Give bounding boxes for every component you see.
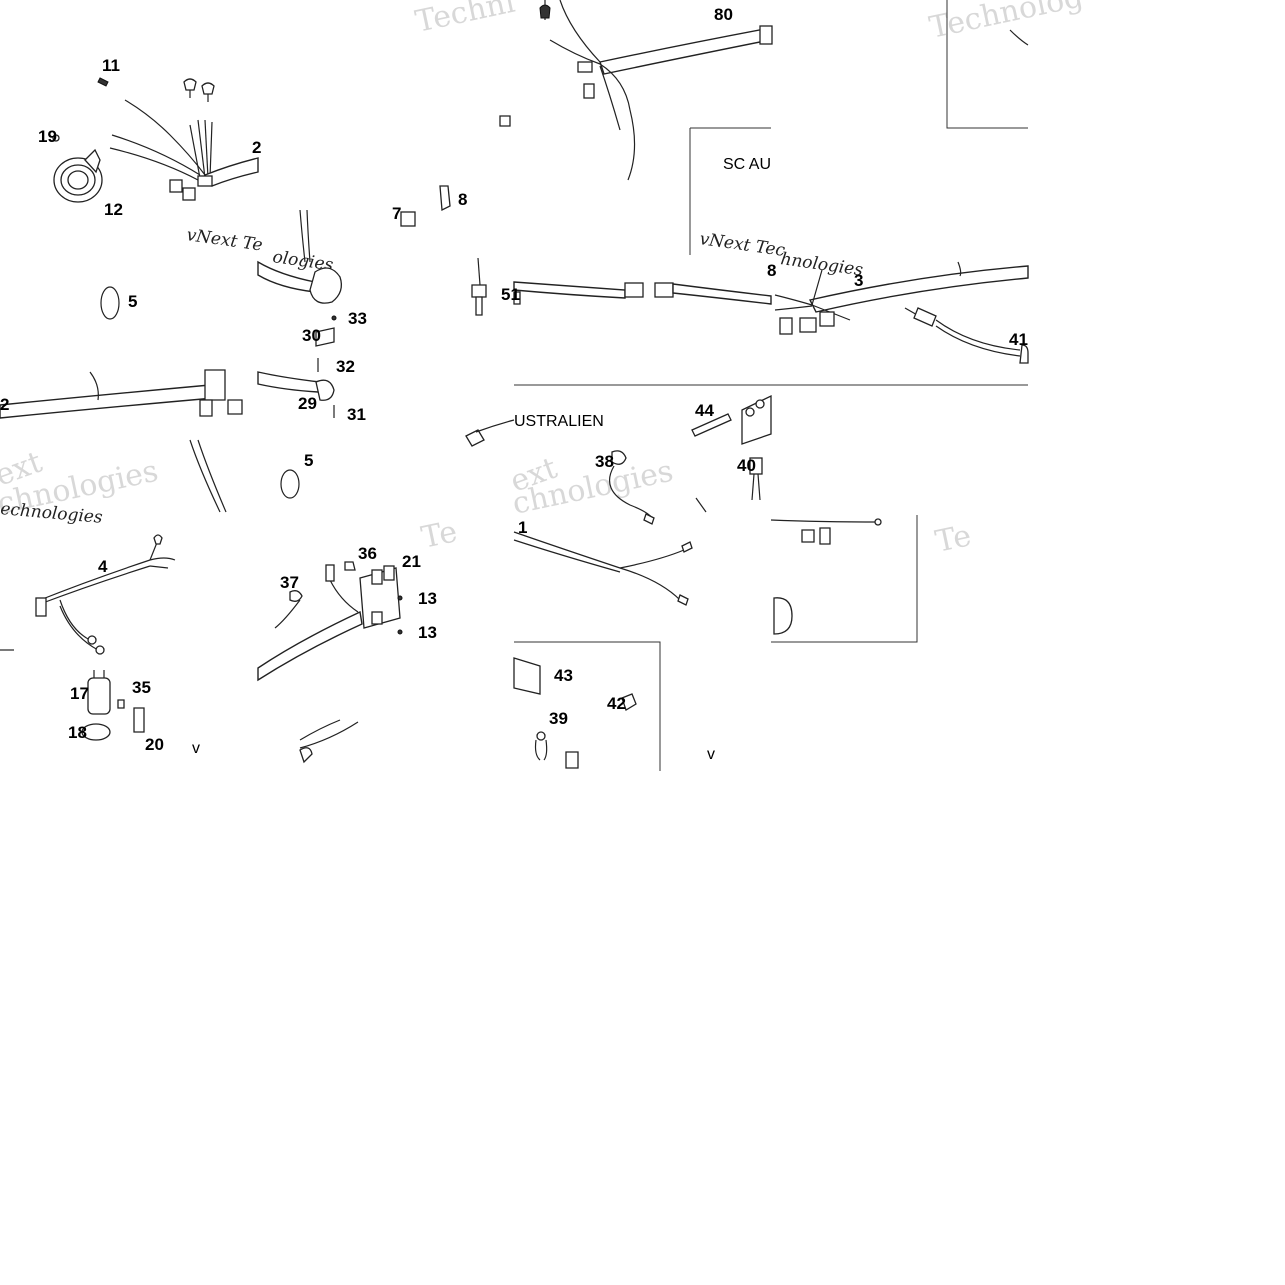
callout-5: 5 bbox=[304, 451, 313, 470]
callout-36: 36 bbox=[358, 544, 377, 563]
tile-bottom-middle bbox=[257, 561, 403, 764]
bracket-20-part bbox=[133, 707, 145, 733]
frame-line bbox=[514, 641, 661, 771]
callout-51: 51 bbox=[501, 285, 520, 304]
tile-bottom-left bbox=[0, 534, 176, 741]
washer-part bbox=[52, 134, 60, 142]
bulb-parts bbox=[183, 78, 215, 102]
callout-3: 3 bbox=[854, 271, 863, 290]
callout-7: 7 bbox=[392, 204, 401, 223]
capacitor-17-part bbox=[87, 670, 111, 715]
relay-7-part bbox=[400, 211, 416, 227]
callout-12: 12 bbox=[104, 200, 123, 219]
callout-5: 5 bbox=[128, 292, 137, 311]
callout-44: 44 bbox=[695, 401, 714, 420]
clamp-18-part bbox=[81, 723, 111, 741]
frame-line bbox=[771, 515, 918, 643]
t-sc-au: SC AU bbox=[723, 156, 771, 173]
part-44 bbox=[691, 413, 732, 437]
sensor-lower-part bbox=[773, 597, 793, 635]
harness-2-middle bbox=[0, 369, 243, 513]
clamp-5b-part bbox=[280, 469, 300, 499]
callout-38: 38 bbox=[595, 452, 614, 471]
callout-8: 8 bbox=[458, 190, 467, 209]
watermark-text: v bbox=[192, 740, 200, 757]
callout-13: 13 bbox=[418, 589, 437, 608]
callout-13: 13 bbox=[418, 623, 437, 642]
tile-middle-right bbox=[471, 257, 1029, 364]
callout-35: 35 bbox=[132, 678, 151, 697]
harness-2-top bbox=[109, 99, 259, 201]
harness-3-part bbox=[808, 265, 1029, 313]
callout-30: 30 bbox=[302, 326, 321, 345]
callout-11: 11 bbox=[102, 56, 120, 75]
part-40 bbox=[749, 457, 763, 475]
tile-lower-middle bbox=[465, 394, 882, 635]
part-42 bbox=[621, 693, 637, 711]
tile-top-left bbox=[0, 77, 259, 513]
screw-35-part bbox=[117, 699, 125, 709]
fuse-part bbox=[97, 77, 109, 87]
tile-top-middle bbox=[257, 185, 451, 499]
callout-2: 2 bbox=[252, 138, 261, 157]
relay-block-21-part bbox=[359, 565, 401, 629]
watermark-text: v bbox=[707, 746, 715, 763]
callout-39: 39 bbox=[549, 709, 568, 728]
sensor-51-part bbox=[471, 284, 487, 298]
callout-31: 31 bbox=[347, 405, 366, 424]
clamp-5-part bbox=[100, 286, 120, 320]
callout-43: 43 bbox=[554, 666, 573, 685]
screw-37-part bbox=[289, 590, 303, 602]
screw-part bbox=[331, 315, 337, 321]
callout-29: 29 bbox=[298, 394, 317, 413]
sensor-29-part bbox=[315, 379, 335, 401]
watermark-text: Te bbox=[932, 518, 974, 560]
callout-19: 19 bbox=[38, 127, 57, 146]
callout-37: 37 bbox=[280, 573, 299, 592]
battery-43-part bbox=[513, 657, 541, 695]
part-38 bbox=[611, 450, 627, 465]
watermark-text: Te bbox=[418, 514, 460, 556]
horn-part bbox=[53, 148, 103, 203]
callout-21: 21 bbox=[402, 552, 421, 571]
bracket-30-part bbox=[315, 327, 335, 347]
callout-42: 42 bbox=[607, 694, 626, 713]
callout-40: 40 bbox=[737, 456, 756, 475]
callout-1: 1 bbox=[518, 518, 527, 537]
tile-bottom-right bbox=[513, 657, 637, 769]
callout-4: 4 bbox=[98, 557, 108, 576]
callout-41: 41 bbox=[1009, 330, 1028, 349]
sensor-part bbox=[309, 267, 343, 304]
label-layer: SC AU USTRALIEN bbox=[514, 156, 771, 430]
callout-8: 8 bbox=[767, 261, 776, 280]
callout-20: 20 bbox=[145, 735, 164, 754]
callout-17: 17 bbox=[70, 684, 89, 703]
tile-top-right bbox=[499, 0, 1029, 181]
panel-frames bbox=[514, 0, 1028, 771]
callout-80: 80 bbox=[714, 5, 733, 24]
bracket-8-part bbox=[439, 185, 451, 212]
callout-32: 32 bbox=[336, 357, 355, 376]
t-australien: USTRALIEN bbox=[514, 413, 604, 430]
frame-line bbox=[946, 0, 1028, 129]
screw-36-part bbox=[344, 561, 356, 571]
callout-2: 2 bbox=[0, 395, 9, 414]
callout-33: 33 bbox=[348, 309, 367, 328]
callout-18: 18 bbox=[68, 723, 87, 742]
